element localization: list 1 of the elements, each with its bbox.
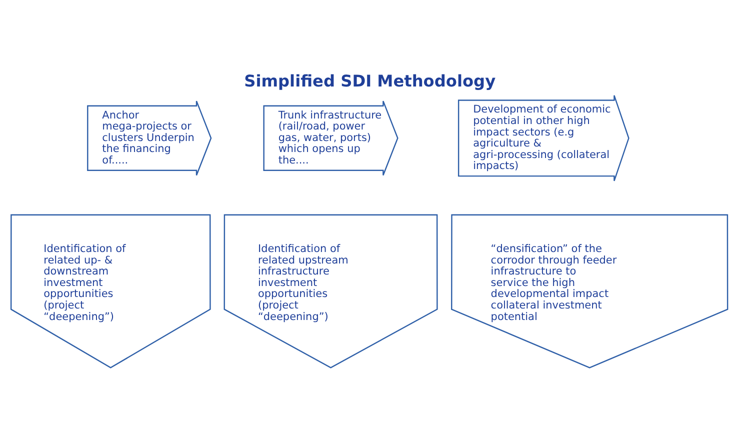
diagram-title: Simplified SDI Methodology (244, 71, 496, 90)
